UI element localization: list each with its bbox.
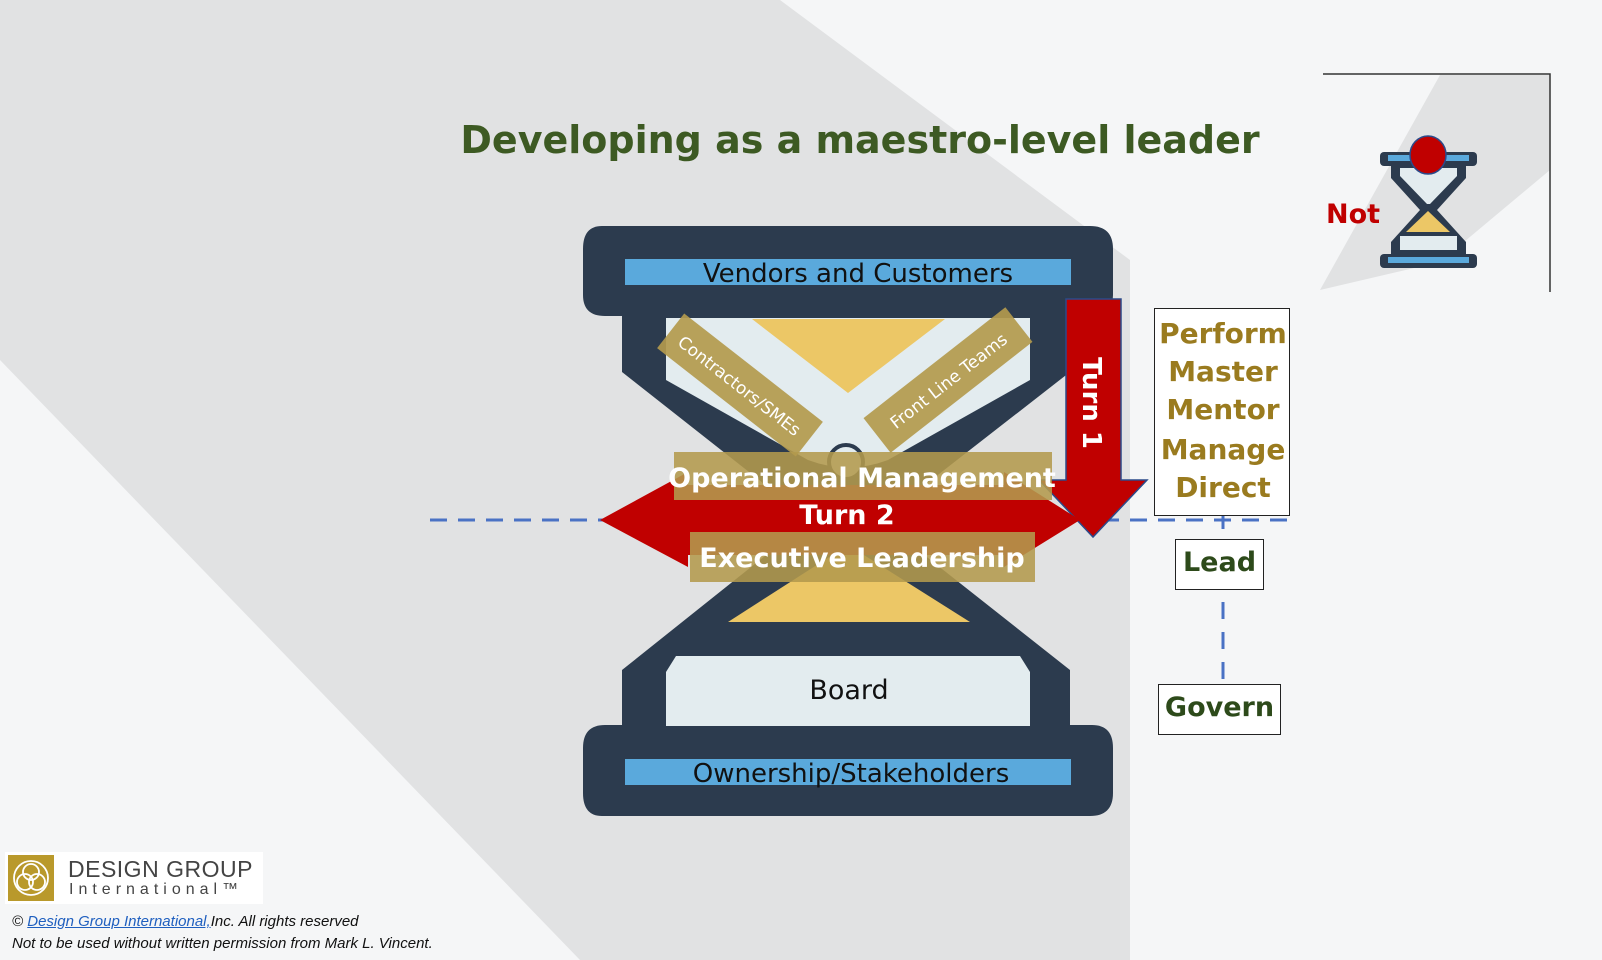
- upper-band-label: Operational Management: [668, 463, 1056, 494]
- logo-line-2: International™: [69, 881, 244, 898]
- hourglass-icon: [1380, 135, 1477, 268]
- lead-box: [1175, 539, 1264, 590]
- top-bar: [625, 259, 1071, 285]
- level-manage: Manage: [1160, 433, 1286, 466]
- turn-1-label: Turn 1: [1076, 357, 1106, 449]
- copyright-symbol: ©: [12, 913, 24, 930]
- top-bar-label: Vendors and Customers: [703, 259, 1013, 289]
- copyright-suffix: Inc. All rights reserved: [210, 913, 359, 930]
- permission-note: Not to be used without written permissio…: [12, 935, 433, 952]
- turn-1-arrow: [1037, 298, 1149, 539]
- board-label: Board: [809, 675, 888, 706]
- level-master: Master: [1168, 355, 1278, 388]
- lead-label: Lead: [1182, 547, 1257, 578]
- bottom-bar: [625, 759, 1071, 785]
- logo-knot-icon: [8, 855, 54, 901]
- lower-sand: [728, 545, 970, 622]
- page-title: Developing as a maestro-level leader: [460, 118, 1260, 162]
- company-logo: DESIGN GROUP International™: [5, 852, 263, 904]
- executive-leadership-band: [690, 532, 1035, 582]
- company-link[interactable]: Design Group International,: [27, 913, 211, 930]
- govern-box: [1158, 684, 1281, 735]
- level-direct: Direct: [1175, 471, 1271, 504]
- red-dot-icon: [1409, 135, 1447, 175]
- bottom-bar-label: Ownership/Stakeholders: [693, 759, 1010, 789]
- copyright-line: © Design Group International,Inc. All ri…: [12, 913, 359, 930]
- level-mentor: Mentor: [1166, 393, 1280, 426]
- inset-frame: [1323, 73, 1551, 292]
- upper-sand: [752, 319, 945, 393]
- not-label: Not: [1326, 199, 1380, 230]
- lower-band-label: Executive Leadership: [699, 543, 1024, 574]
- operational-management-band: [674, 452, 1052, 500]
- lower-chamber: [666, 656, 1030, 726]
- turn-2-label: Turn 2: [799, 500, 894, 531]
- upper-levels-box: [1154, 308, 1290, 516]
- level-perform: Perform: [1159, 317, 1287, 350]
- logo-line-1: DESIGN GROUP: [68, 856, 253, 882]
- govern-label: Govern: [1164, 692, 1275, 723]
